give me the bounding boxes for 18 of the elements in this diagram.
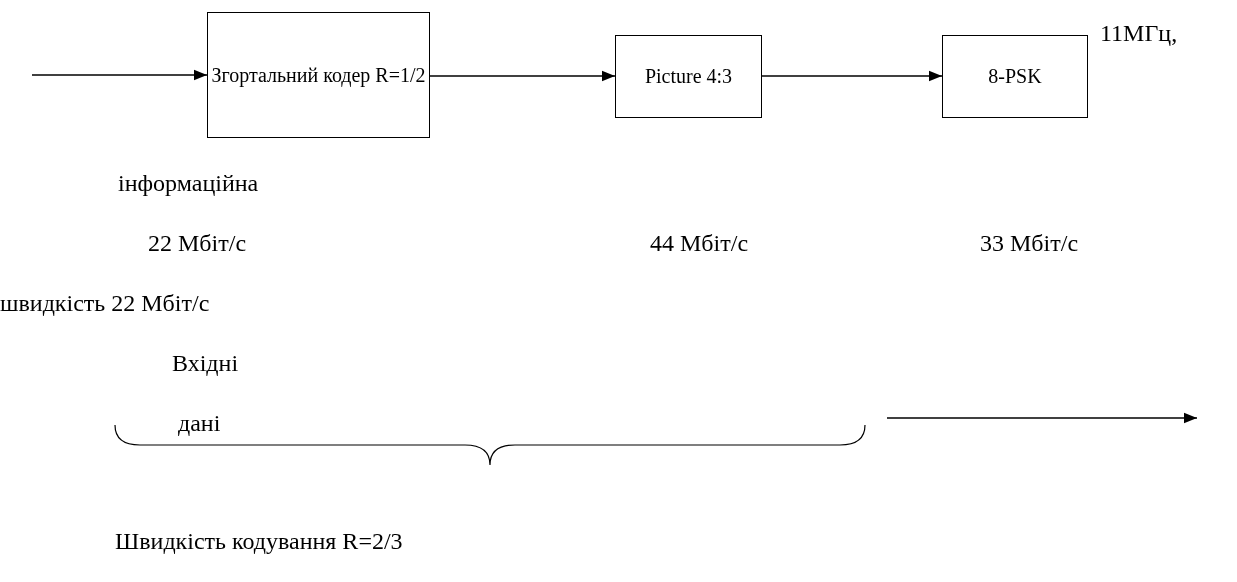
annotation-text: Вхідні [172,350,239,377]
box-text: Згортальний кодер R=1/2 [211,63,426,87]
box-text: 8-PSK [988,65,1042,88]
process-box [207,12,430,138]
arrow [31,69,208,81]
arrow [429,70,616,82]
annotation-text: інформаційна [118,170,259,197]
arrow [761,70,943,82]
annotation-text: Швидкість кодування R=2/3 [115,528,403,555]
annotation-text: 33 Мбіт/с [980,230,1079,257]
annotation-text: 11МГц, [1100,20,1178,47]
annotation-text: дані [178,410,221,437]
process-box [615,35,762,118]
annotation-text: 22 Мбіт/с [148,230,247,257]
annotation-text: 44 Мбіт/с [650,230,749,257]
process-box [942,35,1088,118]
annotation-text: швидкість 22 Мбіт/с [0,290,210,317]
box-text: Picture 4:3 [644,65,733,88]
